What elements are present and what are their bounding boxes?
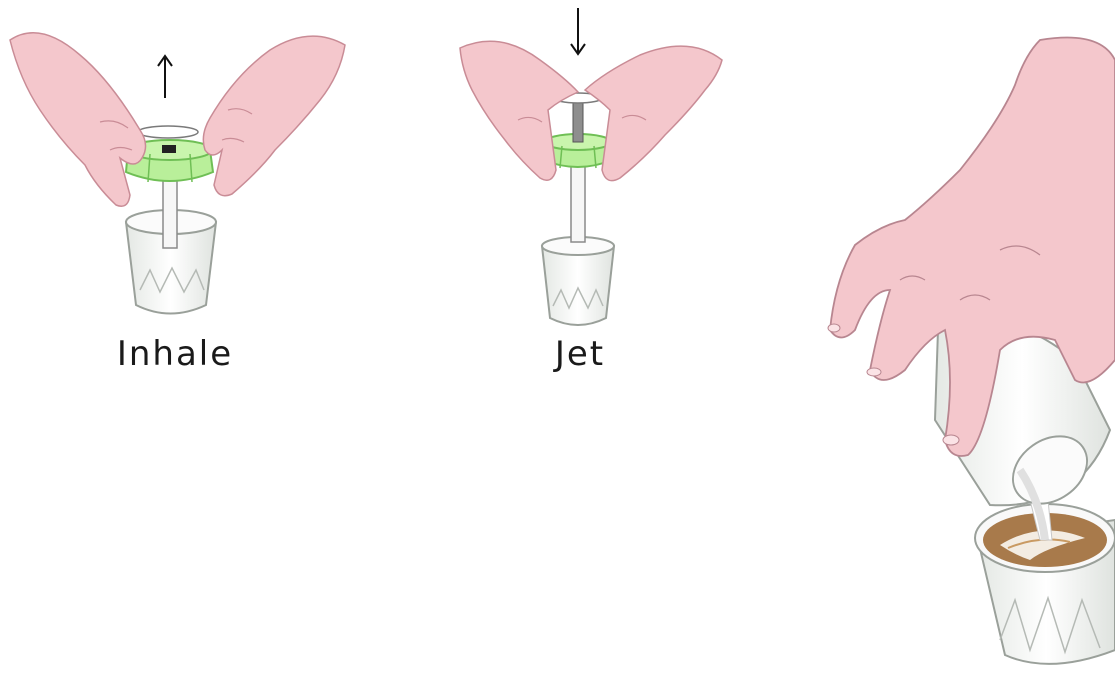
step-label-jet: Jet bbox=[520, 334, 640, 374]
inhale-step bbox=[10, 33, 345, 314]
step-label-inhale: Inhale bbox=[100, 334, 250, 374]
arrow-up-icon bbox=[158, 56, 172, 98]
plunger-cap bbox=[138, 126, 198, 138]
plunger-rod bbox=[163, 178, 177, 248]
right-hand-icon bbox=[203, 36, 345, 196]
pour-step bbox=[828, 38, 1115, 664]
plunger-rod bbox=[571, 160, 585, 242]
jet-step bbox=[460, 8, 722, 325]
right-hand-icon bbox=[585, 46, 722, 181]
arrow-down-icon bbox=[571, 8, 585, 54]
glass-icon bbox=[542, 237, 614, 325]
left-hand-icon bbox=[10, 33, 146, 207]
threaded-rod bbox=[573, 100, 583, 142]
